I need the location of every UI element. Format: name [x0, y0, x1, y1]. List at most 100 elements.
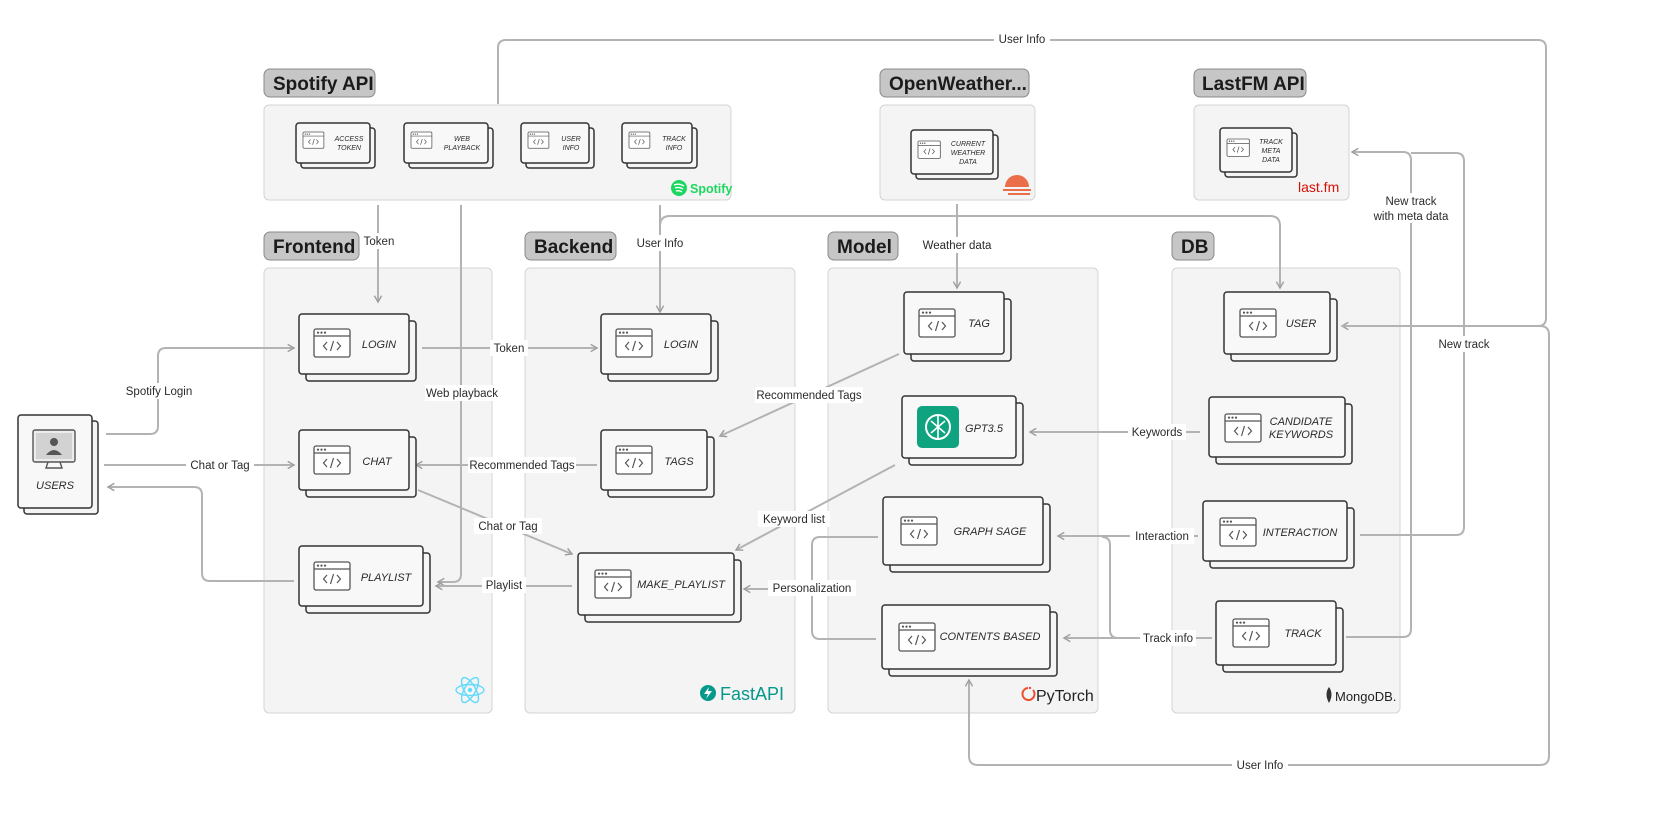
- code-icon: [313, 445, 351, 475]
- edge-new-track-meta: [1346, 147, 1412, 638]
- edge-labels: User Info Token User Info Weather data N…: [122, 31, 1494, 773]
- code-icon: [302, 131, 325, 149]
- tab-label: Backend: [534, 237, 613, 258]
- code-icon: [1239, 308, 1277, 338]
- node-fe-login: LOGIN: [298, 313, 417, 382]
- node-label: USER: [1286, 318, 1317, 330]
- node-label: CHAT: [362, 456, 392, 468]
- code-icon: [1224, 413, 1262, 443]
- edge-label: User Info: [637, 238, 684, 250]
- edge-label: Keywords: [1132, 427, 1183, 439]
- openweather-logo: [1003, 175, 1031, 195]
- node-user-info: USER INFO: [520, 122, 595, 169]
- node-web-playback: WEB PLAYBACK: [403, 122, 494, 169]
- node-label: WEATHER: [951, 150, 985, 157]
- edge-user-info-bottom: [964, 325, 1550, 766]
- spotify-api-panel: [263, 104, 732, 201]
- tab-label: DB: [1181, 237, 1208, 258]
- code-icon: [615, 328, 653, 358]
- code-icon: [527, 131, 550, 149]
- node-label: TAG: [968, 318, 990, 330]
- edge-label: Recommended Tags: [469, 460, 575, 472]
- tab-model: Model: [827, 231, 899, 261]
- edge-label: New track: [1438, 339, 1489, 351]
- node-label: TOKEN: [337, 145, 362, 152]
- edge-label: User Info: [1237, 760, 1284, 772]
- fastapi-logo-text: FastAPI: [720, 684, 784, 704]
- node-label: META: [1262, 148, 1281, 155]
- pytorch-logo: PyTorch: [1021, 686, 1094, 705]
- pytorch-logo-text: PyTorch: [1036, 688, 1094, 705]
- tab-label: Frontend: [273, 237, 355, 258]
- node-label: INFO: [666, 145, 683, 152]
- node-m-tag: TAG: [903, 291, 1012, 362]
- react-logo: [455, 676, 485, 704]
- node-track-info: TRACK INFO: [621, 122, 698, 169]
- edge-label: Token: [494, 343, 525, 355]
- code-icon: [900, 516, 938, 546]
- node-label: CONTENTS BASED: [940, 631, 1041, 643]
- code-icon: [1219, 517, 1257, 547]
- lastfm-logo: last.fm: [1298, 179, 1339, 195]
- edge-label: Personalization: [773, 583, 852, 595]
- node-label: TRACK: [1259, 139, 1283, 146]
- edge-label: Track info: [1143, 633, 1193, 645]
- node-label: TRACK: [1284, 628, 1322, 640]
- node-db-track: TRACK: [1215, 600, 1344, 673]
- node-label: KEYWORDS: [1269, 429, 1334, 441]
- node-label: DATA: [1262, 157, 1280, 164]
- tab-label: Spotify API: [273, 74, 374, 95]
- tab-label: OpenWeather...: [889, 74, 1027, 95]
- edge-label: Web playback: [426, 388, 498, 400]
- tab-lastfm-api: LastFM API: [1193, 68, 1307, 98]
- tab-label: Model: [837, 237, 892, 258]
- tab-openweather: OpenWeather...: [879, 68, 1030, 98]
- node-label: INTERACTION: [1263, 527, 1338, 539]
- edge-label: Token: [364, 236, 395, 248]
- node-users: USERS: [17, 414, 99, 515]
- node-label: CANDIDATE: [1270, 416, 1333, 428]
- node-label: WEB: [454, 136, 470, 143]
- node-label: PLAYBACK: [444, 145, 481, 152]
- edge-label: Chat or Tag: [190, 460, 249, 472]
- code-icon: [615, 445, 653, 475]
- node-fe-chat: CHAT: [298, 429, 417, 498]
- edge-label: Interaction: [1135, 531, 1189, 543]
- edge-web-playback: [436, 205, 462, 587]
- spotify-logo: Spotify: [671, 180, 732, 196]
- code-icon: [628, 131, 651, 149]
- mongodb-logo-text: MongoDB.: [1335, 689, 1396, 704]
- node-m-graph-sage: GRAPH SAGE: [882, 496, 1051, 573]
- node-db-interaction: INTERACTION: [1202, 500, 1355, 569]
- node-access-token: ACCESS TOKEN: [295, 122, 376, 169]
- node-label: INFO: [563, 145, 580, 152]
- tab-label: LastFM API: [1202, 74, 1305, 95]
- code-icon: [1232, 618, 1270, 648]
- tab-frontend: Frontend: [263, 231, 360, 261]
- node-label: CURRENT: [951, 141, 986, 148]
- node-label: PLAYLIST: [361, 572, 413, 584]
- node-label: LOGIN: [664, 339, 698, 351]
- code-icon: [313, 328, 351, 358]
- edge-track-info-branch: [1101, 536, 1140, 639]
- node-fe-playlist: PLAYLIST: [298, 545, 431, 614]
- node-m-contents-based: CONTENTS BASED: [881, 604, 1058, 677]
- fastapi-logo: FastAPI: [700, 684, 784, 704]
- code-icon: [918, 308, 956, 338]
- code-icon: [898, 622, 936, 652]
- node-label: USERS: [36, 480, 75, 492]
- edge-label: Recommended Tags: [756, 390, 862, 402]
- node-label: MAKE_PLAYLIST: [637, 579, 726, 591]
- code-icon: [410, 131, 433, 149]
- model-panel: [827, 267, 1099, 714]
- edge-label: User Info: [999, 34, 1046, 46]
- edge-user-info-db: [659, 215, 1285, 290]
- code-icon: [1226, 138, 1250, 157]
- edge-label: with meta data: [1373, 211, 1449, 223]
- node-label: LOGIN: [362, 339, 396, 351]
- edge-label: Playlist: [486, 580, 523, 592]
- tab-db: DB: [1171, 231, 1215, 261]
- code-icon: [594, 569, 632, 599]
- spotify-logo-text: Spotify: [690, 182, 732, 196]
